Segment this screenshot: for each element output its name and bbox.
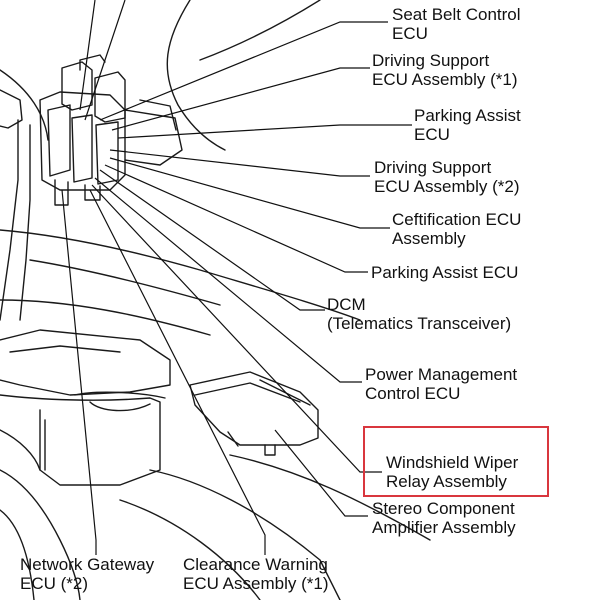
label-clearance-warning-ecu: Clearance Warning ECU Assembly (*1)	[183, 555, 328, 593]
label-line: Driving Support	[372, 51, 490, 70]
label-line: Power Management	[365, 365, 518, 384]
leader-network-gateway	[61, 189, 97, 555]
label-line: Relay Assembly	[386, 472, 507, 491]
label-line: Network Gateway	[20, 555, 155, 574]
label-line: ECU (*2)	[20, 574, 89, 593]
label-line: Parking Assist ECU	[371, 263, 519, 282]
label-line: Ceftification ECU	[392, 210, 522, 229]
upper-trim-line	[199, 0, 321, 61]
door-frame-line	[0, 69, 49, 141]
label-line: Control ECU	[365, 384, 461, 403]
dash-sweep-2	[29, 259, 221, 306]
leader-parking-assist-ecu	[104, 164, 368, 273]
dash-sweep-1	[0, 229, 361, 321]
label-line: Clearance Warning	[183, 555, 328, 574]
floor-line-1	[149, 469, 341, 600]
label-line: ECU Assembly (*2)	[374, 177, 520, 196]
leader-wiper-relay	[91, 184, 382, 473]
column-bracket-2	[19, 124, 31, 321]
label-line: Amplifier Assembly	[372, 518, 516, 537]
label-power-management-ecu: Power Management Control ECU	[365, 365, 517, 403]
label-line: Stereo Component	[372, 499, 515, 518]
column-bracket	[0, 119, 19, 321]
label-seat-belt-control-ecu: Seat Belt Control ECU	[392, 5, 521, 43]
label-line: (Telematics Transceiver)	[327, 314, 512, 333]
amplifier-box	[189, 371, 319, 456]
label-line: Windshield Wiper	[386, 453, 519, 472]
leader-power-mgmt	[94, 177, 362, 383]
leader-driving-support-2	[109, 149, 370, 177]
ecu-cluster	[39, 54, 183, 206]
label-line: Seat Belt Control	[392, 5, 521, 24]
label-line: Assembly	[392, 229, 466, 248]
door-frame-inner	[0, 89, 23, 129]
label-network-gateway-ecu: Network Gateway ECU (*2)	[20, 555, 154, 593]
label-line: ECU Assembly (*1)	[372, 70, 518, 89]
leader-certification	[109, 157, 390, 229]
label-line: ECU Assembly (*1)	[183, 574, 329, 593]
label-parking-assist-ecu: Parking Assist ECU	[371, 263, 518, 282]
leader-driving-support-1	[111, 67, 370, 131]
label-driving-support-ecu-1: Driving Support ECU Assembly (*1)	[372, 51, 517, 89]
label-dcm: DCM (Telematics Transceiver)	[327, 295, 511, 333]
label-parking-assist-ecu-top: Parking Assist ECU	[414, 106, 521, 144]
leader-top-2	[84, 0, 126, 121]
a-pillar-outline	[166, 0, 226, 151]
label-line: DCM	[327, 295, 366, 314]
leader-lines	[61, 0, 412, 555]
label-line: Driving Support	[374, 158, 492, 177]
leader-dcm	[99, 169, 325, 311]
leader-top-left	[79, 0, 96, 111]
leader-seat-belt	[99, 21, 388, 121]
label-line: ECU	[392, 24, 428, 43]
leader-clearance-warning	[89, 189, 266, 555]
floor-line-2	[119, 499, 261, 600]
floor-line-3	[229, 454, 431, 541]
label-driving-support-ecu-2: Driving Support ECU Assembly (*2)	[374, 158, 519, 196]
leader-parking-assist-top	[117, 124, 412, 139]
label-certification-ecu: Ceftification ECU Assembly	[392, 210, 521, 248]
label-stereo-amplifier: Stereo Component Amplifier Assembly	[372, 499, 516, 537]
label-windshield-wiper-relay: Windshield Wiper Relay Assembly	[386, 453, 518, 491]
label-line: ECU	[414, 125, 450, 144]
label-line: Parking Assist	[414, 106, 521, 125]
dash-sweep-3	[0, 299, 211, 336]
highlight-box	[363, 426, 549, 497]
leader-stereo-amp	[274, 429, 368, 517]
